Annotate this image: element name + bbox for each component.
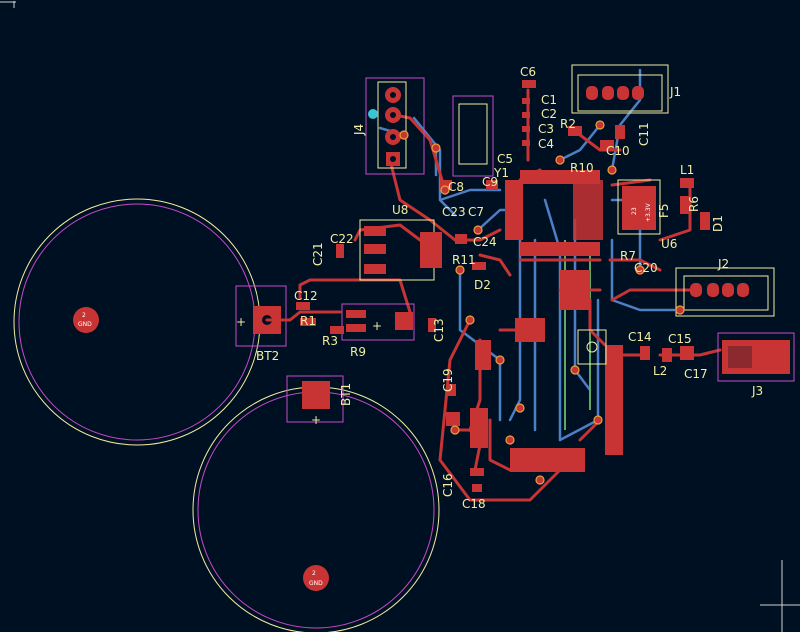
- u6-ref: U6: [661, 237, 677, 251]
- j4-ref: J4: [352, 124, 366, 136]
- u6-label-23: 23: [631, 207, 638, 215]
- ref-c19: C19: [441, 368, 455, 392]
- vias: [399, 120, 685, 485]
- ref-c17: C17: [684, 367, 708, 381]
- battery-bt2[interactable]: + BT2 2 GND: [13, 198, 287, 446]
- bt1-pad2: 2: [312, 570, 316, 577]
- ref-c11: C11: [637, 122, 651, 146]
- ref-r3: R3: [322, 334, 338, 348]
- reg-plus-mark: +: [372, 319, 382, 333]
- ref-r10: R10: [570, 161, 594, 175]
- bt2-pad2: 2: [82, 312, 86, 319]
- mcu-cluster[interactable]: [470, 170, 623, 472]
- ref-d1: D1: [711, 215, 725, 232]
- passive-pads: [296, 80, 710, 492]
- ref-r7: R7: [620, 249, 636, 263]
- ref-f5: F5: [657, 203, 671, 218]
- ref-d2: D2: [474, 278, 491, 292]
- ref-c7: C7: [468, 205, 484, 219]
- ref-l2: L2: [653, 364, 667, 378]
- ref-c5: C5: [497, 152, 513, 166]
- ref-r1: R1: [300, 314, 316, 328]
- u6-label-3v3: +3.3V: [645, 202, 652, 222]
- ref-c22: C22: [330, 232, 354, 246]
- ref-c18: C18: [462, 497, 486, 511]
- ref-r6: R6: [687, 196, 701, 212]
- battery-bt1[interactable]: + BT1 2 GND: [192, 375, 440, 632]
- j2-ref: J2: [717, 257, 729, 271]
- ref-y1: Y1: [493, 166, 509, 180]
- ref-c15: C15: [668, 332, 692, 346]
- ref-c20: C20: [634, 261, 658, 275]
- ic-small-regulator[interactable]: +: [341, 303, 415, 341]
- bt2-gnd: GND: [78, 321, 92, 328]
- ref-c1: C1: [541, 93, 557, 107]
- bt1-ref: BT1: [339, 383, 353, 406]
- ref-c16: C16: [441, 473, 455, 497]
- ref-c8: C8: [448, 180, 464, 194]
- bt2-plus-mark: +: [236, 315, 246, 329]
- bt1-plus-mark: +: [311, 413, 321, 427]
- connector-j4[interactable]: J4: [352, 77, 425, 175]
- connector-j3[interactable]: J3: [717, 332, 795, 398]
- ref-c6: C6: [520, 65, 536, 79]
- reference-designators: C6 C1 C2 C3 C4 C5 R2 C10 C11 R10 Y1 C8 C…: [294, 65, 725, 511]
- ref-l1: L1: [680, 163, 694, 177]
- ref-c14: C14: [628, 330, 652, 344]
- ref-c13: C13: [432, 318, 446, 342]
- u8-ref: U8: [392, 203, 408, 217]
- ref-r2: R2: [560, 117, 576, 131]
- crystal-y1-outline[interactable]: [452, 95, 494, 177]
- ref-c9: C9: [482, 175, 498, 189]
- j1-ref: J1: [669, 85, 681, 99]
- ref-r11: R11: [452, 253, 476, 267]
- ref-r9: R9: [350, 345, 366, 359]
- connector-j2[interactable]: J2: [675, 257, 775, 317]
- ref-c23: C23: [442, 205, 466, 219]
- ref-c21: C21: [311, 242, 325, 266]
- ref-c3: C3: [538, 122, 554, 136]
- ic-u8[interactable]: U8: [359, 203, 442, 281]
- switch-outline[interactable]: [577, 329, 607, 365]
- ref-c4: C4: [538, 137, 554, 151]
- ref-c24: C24: [473, 235, 497, 249]
- ref-c10: C10: [606, 144, 630, 158]
- bt1-gnd: GND: [309, 580, 323, 587]
- ic-u6[interactable]: 23 +3.3V U6: [617, 179, 677, 251]
- ref-c12: C12: [294, 289, 318, 303]
- connector-j1[interactable]: J1: [571, 64, 681, 114]
- j3-ref: J3: [751, 384, 763, 398]
- ref-c2: C2: [541, 107, 557, 121]
- bt2-ref: BT2: [256, 349, 279, 363]
